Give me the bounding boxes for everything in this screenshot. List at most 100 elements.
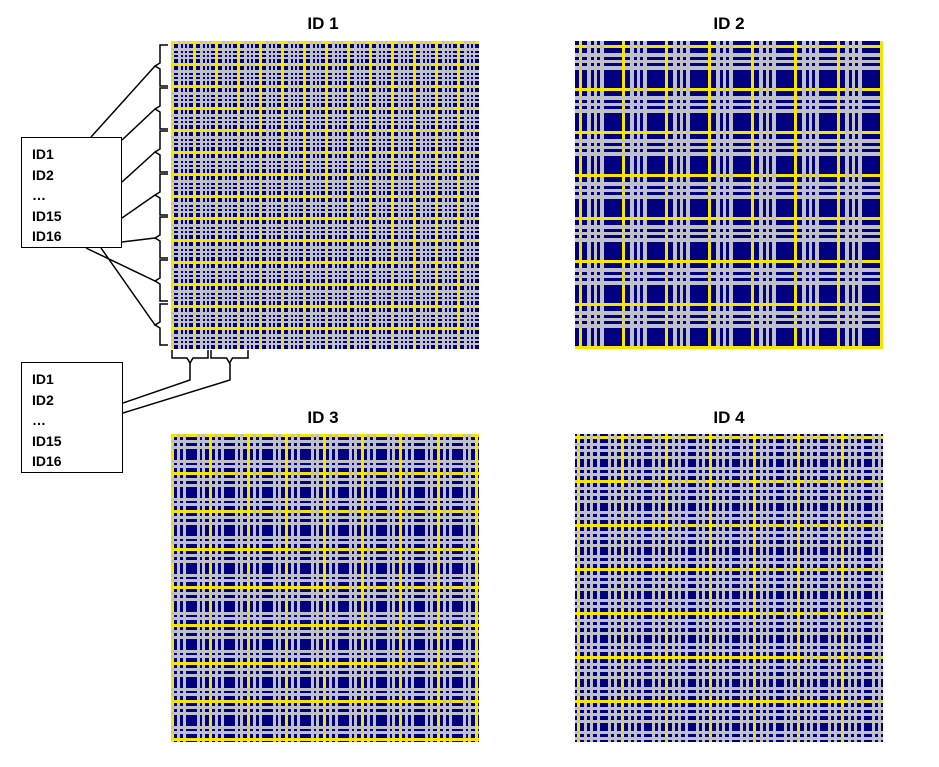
pattern-stripe bbox=[766, 41, 769, 349]
row-legend-item: … bbox=[32, 187, 46, 203]
pattern-stripe bbox=[848, 434, 851, 742]
pattern-stripe bbox=[171, 261, 479, 264]
pattern-stripe bbox=[171, 592, 479, 595]
pattern-stripe bbox=[425, 434, 428, 742]
pattern-stripe bbox=[809, 41, 812, 349]
pattern-stripe bbox=[171, 662, 479, 665]
pattern-stripe bbox=[457, 41, 460, 349]
pattern-stripe bbox=[171, 277, 479, 279]
pattern-stripe bbox=[473, 41, 475, 349]
pattern-stripe bbox=[171, 239, 479, 242]
panel-title-id1: ID 1 bbox=[307, 14, 339, 33]
pattern-stripe bbox=[437, 434, 440, 742]
pattern-stripe bbox=[575, 707, 883, 710]
pattern-stripe bbox=[171, 299, 479, 301]
panel-title-id4: ID 4 bbox=[713, 408, 745, 427]
row-connector bbox=[121, 237, 156, 243]
pattern-stripe bbox=[751, 41, 754, 349]
pattern-stripe bbox=[376, 41, 379, 349]
pattern-stripe bbox=[430, 434, 433, 742]
pattern-stripe bbox=[435, 41, 438, 349]
pattern-stripe bbox=[740, 434, 743, 742]
pattern-stripe bbox=[443, 434, 446, 742]
pattern-stripe bbox=[429, 41, 431, 349]
row-connector bbox=[90, 65, 156, 138]
pattern-stripe bbox=[841, 434, 844, 742]
pattern-stripe bbox=[171, 650, 479, 653]
pattern-stripe bbox=[852, 41, 855, 349]
pattern-stripe bbox=[171, 339, 479, 341]
pattern-stripe bbox=[171, 617, 479, 620]
column-connector bbox=[122, 363, 191, 404]
pattern-stripe bbox=[171, 255, 479, 257]
pattern-stripe bbox=[575, 737, 883, 740]
pattern-stripe bbox=[575, 260, 883, 263]
pattern-stripe bbox=[861, 434, 864, 742]
pattern-stripe bbox=[575, 649, 883, 652]
column-connector bbox=[122, 363, 231, 414]
column-legend-item: … bbox=[32, 412, 46, 428]
pattern-stripe bbox=[171, 283, 479, 286]
pattern-stripe bbox=[425, 41, 427, 349]
pattern-stripe bbox=[171, 700, 479, 703]
row-bracket bbox=[153, 44, 168, 87]
pattern-stripe bbox=[575, 318, 883, 321]
pattern-stripe bbox=[337, 41, 339, 349]
pattern-stripe bbox=[475, 434, 478, 742]
pattern-stripe bbox=[171, 712, 479, 715]
pattern-stripe bbox=[463, 434, 466, 742]
pattern-stripe bbox=[399, 434, 402, 742]
pattern-stripe bbox=[171, 731, 479, 734]
pattern-stripe bbox=[381, 41, 383, 349]
pattern-stripe bbox=[329, 434, 332, 742]
pattern-stripe bbox=[171, 224, 479, 227]
pattern-stripe bbox=[392, 434, 395, 742]
pattern-stripe bbox=[369, 41, 372, 349]
row-connector bbox=[85, 247, 156, 282]
row-legend-box: ID1 ID2 … ID15 ID16 bbox=[21, 137, 122, 248]
pattern-stripe bbox=[171, 211, 479, 213]
pattern-panel-id1 bbox=[171, 41, 479, 349]
pattern-stripe bbox=[171, 738, 479, 741]
pattern-stripe bbox=[171, 195, 479, 198]
row-legend-item: ID2 bbox=[32, 166, 54, 183]
pattern-stripe bbox=[367, 434, 370, 742]
pattern-stripe bbox=[171, 688, 479, 691]
pattern-stripe bbox=[575, 232, 883, 235]
pattern-stripe bbox=[790, 434, 793, 742]
pattern-stripe bbox=[575, 676, 883, 679]
pattern-stripe bbox=[347, 41, 350, 349]
pattern-stripe bbox=[794, 41, 797, 349]
pattern-stripe bbox=[797, 434, 800, 742]
pattern-panel-id3 bbox=[171, 434, 479, 742]
pattern-stripe bbox=[854, 434, 857, 742]
pattern-stripe bbox=[575, 599, 883, 602]
pattern-stripe bbox=[354, 41, 357, 349]
pattern-stripe bbox=[575, 632, 883, 635]
pattern-stripe bbox=[575, 643, 883, 646]
pattern-stripe bbox=[171, 706, 479, 709]
pattern-stripe bbox=[385, 41, 387, 349]
pattern-stripe bbox=[575, 663, 883, 666]
row-bracket bbox=[153, 303, 168, 346]
pattern-stripe bbox=[373, 434, 376, 742]
pattern-stripe bbox=[575, 346, 883, 349]
column-legend-item: ID2 bbox=[32, 391, 54, 408]
pattern-stripe bbox=[171, 636, 479, 639]
row-legend-item: ID1 bbox=[32, 146, 54, 162]
pattern-stripe bbox=[575, 303, 883, 306]
panel-title-id3: ID 3 bbox=[307, 408, 339, 427]
pattern-stripe bbox=[335, 434, 338, 742]
pattern-stripe bbox=[815, 41, 819, 349]
row-connector bbox=[121, 151, 156, 183]
pattern-stripe bbox=[171, 655, 479, 658]
pattern-stripe bbox=[828, 434, 831, 742]
pattern-stripe bbox=[575, 275, 883, 278]
pattern-stripe bbox=[810, 434, 813, 742]
row-bracket bbox=[153, 130, 168, 173]
pattern-stripe bbox=[817, 434, 820, 742]
pattern-stripe bbox=[447, 41, 449, 349]
row-legend-item: ID15 bbox=[32, 207, 62, 224]
column-legend-item: ID15 bbox=[32, 432, 62, 449]
